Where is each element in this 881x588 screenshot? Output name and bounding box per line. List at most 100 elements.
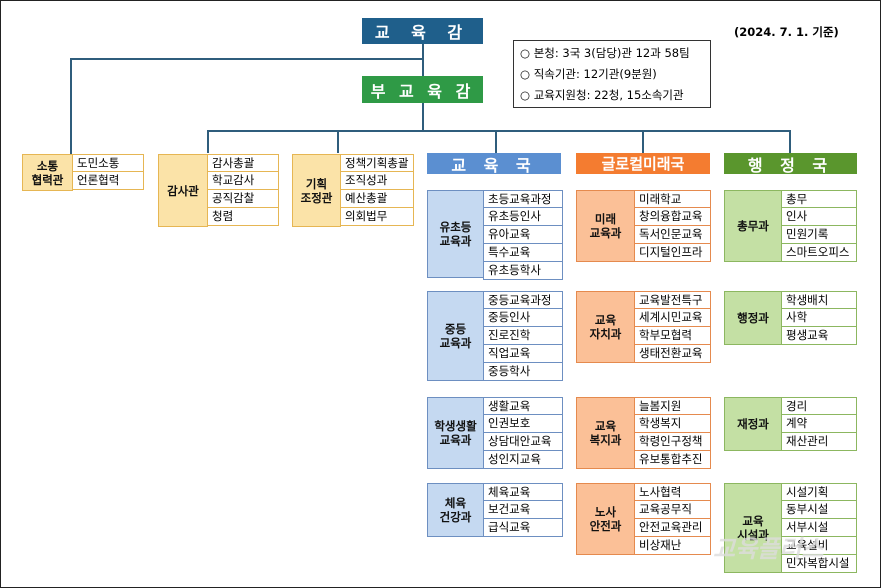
list-item: 감사총괄	[207, 154, 279, 172]
section-items: 총무 인사 민원기록 스마트오피스	[781, 190, 857, 262]
section-education-welfare: 교육 복지과	[576, 397, 635, 469]
list-item: 조직성과	[340, 172, 414, 190]
list-item: 공직감찰	[207, 190, 279, 208]
section-elementary-education: 유초등 교육과	[427, 190, 484, 278]
connector-line	[70, 58, 72, 155]
list-item: 교육공무직	[634, 501, 711, 519]
section-items: 중등교육과정 중등인사 진로진학 직업교육 중등학사	[483, 291, 563, 381]
list-item: 학생배치	[781, 291, 857, 309]
section-name: 유초등 교육과	[439, 220, 472, 248]
list-item: 중등학사	[483, 363, 563, 381]
connector-line	[337, 130, 339, 153]
section-items: 초등교육과정 유초등인사 유아교육 특수교육 유초등학사	[483, 190, 563, 280]
list-item: 급식교육	[483, 519, 563, 537]
planning-office: 기획 조정관	[292, 154, 341, 227]
section-finance: 재정과	[724, 397, 782, 451]
section-physical-health: 체육 건강과	[427, 483, 484, 537]
section-name: 행정과	[737, 311, 769, 325]
connector-line	[422, 43, 424, 77]
section-student-life: 학생생활 교육과	[427, 397, 484, 469]
vice-superintendent-label: 부 교 육 감	[370, 81, 475, 101]
list-item: 직업교육	[483, 345, 563, 363]
section-name: 소통 협력관	[31, 158, 64, 187]
list-item: 총무	[781, 190, 857, 208]
list-item: 도민소통	[72, 154, 144, 172]
list-item: 상담대안교육	[483, 433, 563, 451]
list-item: 안전교육관리	[634, 519, 711, 537]
audit-office: 감사관	[158, 154, 208, 227]
connector-line	[789, 130, 791, 153]
list-item: 비상재난	[634, 537, 711, 555]
section-items: 노사협력 교육공무직 안전교육관리 비상재난	[634, 483, 711, 555]
section-items: 늘봄지원 학생복지 학령인구정책 유보통합추진	[634, 397, 711, 469]
bureau-title: 행 정 국	[747, 155, 834, 175]
list-item: 예산총괄	[340, 190, 414, 208]
list-item: 학교감사	[207, 172, 279, 190]
section-name: 교육 복지과	[589, 419, 622, 447]
info-line: ○ 직속기관: 12기관(9분원)	[520, 67, 657, 81]
list-item: 민원기록	[781, 226, 857, 244]
connector-line	[207, 130, 791, 132]
section-name: 교육 시설과	[737, 514, 769, 542]
superintendent-label: 교 육 감	[374, 23, 471, 42]
section-items: 체육교육 보건교육 급식교육	[483, 483, 563, 537]
bureau-title: 교 육 국	[451, 155, 537, 175]
info-box: ○ 본청: 3국 3(담당)관 12과 58팀 ○ 직속기관: 12기관(9분원…	[513, 40, 711, 108]
list-item: 인권보호	[483, 415, 563, 433]
list-item: 초등교육과정	[483, 190, 563, 208]
list-item: 경리	[781, 397, 857, 415]
list-item: 민자복합시설	[781, 555, 857, 573]
section-items: 교육발전특구 세계시민교육 학부모협력 생태전환교육	[634, 291, 711, 363]
list-item: 학령인구정책	[634, 433, 711, 451]
section-administration: 행정과	[724, 291, 782, 345]
section-general-affairs: 총무과	[724, 190, 782, 262]
global-future-bureau-header: 글로컬미래국	[576, 153, 710, 174]
list-item: 의회법무	[340, 208, 414, 226]
list-item: 학생복지	[634, 415, 711, 433]
date-note: (2024. 7. 1. 기준)	[734, 25, 839, 39]
list-item: 학부모협력	[634, 327, 711, 345]
list-item: 체육교육	[483, 483, 563, 501]
section-labor-safety: 노사 안전과	[576, 483, 635, 555]
connector-line	[495, 130, 497, 153]
list-item: 성인지교육	[483, 451, 563, 469]
list-item: 유초등학사	[483, 262, 563, 280]
section-items: 경리 계약 재산관리	[781, 397, 857, 451]
list-item: 유초등인사	[483, 208, 563, 226]
list-item: 중등교육과정	[483, 291, 563, 309]
section-name: 체육 건강과	[439, 496, 472, 524]
section-future-education: 미래 교육과	[576, 190, 635, 262]
audit-items: 감사총괄 학교감사 공직감찰 청렴	[207, 154, 279, 226]
list-item: 평생교육	[781, 327, 857, 345]
bureau-title: 글로컬미래국	[601, 155, 685, 173]
list-item: 언론협력	[72, 172, 144, 190]
section-name: 기획 조정관	[300, 176, 333, 205]
list-item: 유보통합추진	[634, 451, 711, 469]
list-item: 청렴	[207, 208, 279, 226]
list-item: 중등인사	[483, 309, 563, 327]
list-item: 인사	[781, 208, 857, 226]
list-item: 보건교육	[483, 501, 563, 519]
communication-office: 소통 협력관	[22, 154, 73, 191]
list-item: 교육설비	[781, 537, 857, 555]
education-bureau-header: 교 육 국	[427, 153, 561, 175]
connector-line	[70, 58, 423, 60]
list-item: 특수교육	[483, 244, 563, 262]
communication-items: 도민소통 언론협력	[72, 154, 144, 190]
section-items: 학생배치 사학 평생교육	[781, 291, 857, 345]
section-secondary-education: 중등 교육과	[427, 291, 484, 381]
list-item: 사학	[781, 309, 857, 327]
section-education-autonomy: 교육 자치과	[576, 291, 635, 363]
planning-items: 정책기획총괄 조직성과 예산총괄 의회법무	[340, 154, 414, 226]
list-item: 재산관리	[781, 433, 857, 451]
section-name: 총무과	[737, 219, 769, 233]
section-name: 학생생활 교육과	[434, 419, 477, 447]
watermark-logo: 교육플러스	[713, 535, 824, 563]
list-item: 계약	[781, 415, 857, 433]
vice-superintendent-box: 부 교 육 감	[362, 76, 483, 103]
list-item: 생활교육	[483, 397, 563, 415]
section-items: 미래학교 창의융합교육 독서인문교육 디지털인프라	[634, 190, 711, 262]
section-name: 교육 자치과	[589, 313, 622, 341]
list-item: 창의융합교육	[634, 208, 711, 226]
